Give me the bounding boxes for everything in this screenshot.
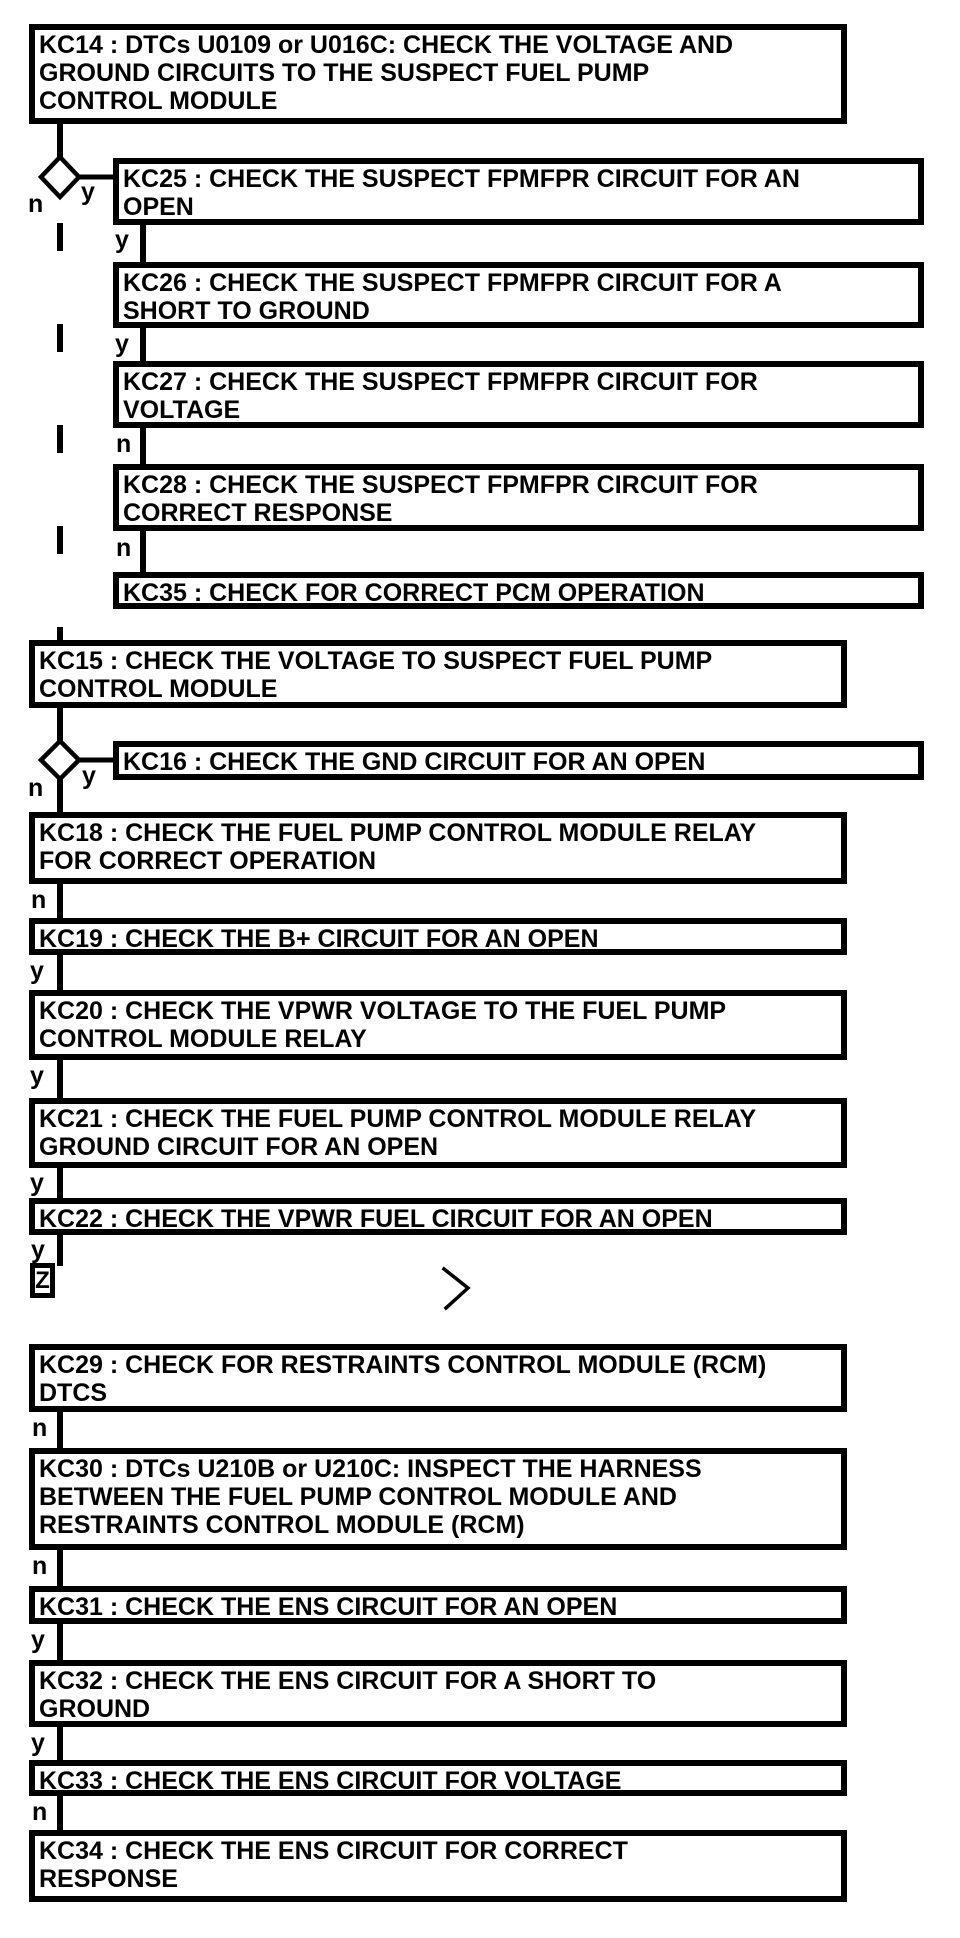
flowchart-box-kc20: KC20 : CHECK THE VPWR VOLTAGE TO THE FUE…: [29, 990, 847, 1060]
edge-label-kc32-yes: y: [31, 1729, 45, 1757]
flowchart-box-kc28: KC28 : CHECK THE SUSPECT FPMFPR CIRCUIT …: [113, 464, 924, 531]
offpage-connector-z: Z: [30, 1263, 55, 1298]
flowchart-box-kc35: KC35 : CHECK FOR CORRECT PCM OPERATION: [113, 572, 924, 609]
edge-label-kc28-no: n: [116, 534, 132, 562]
flowchart-box-kc34: KC34 : CHECK THE ENS CIRCUIT FOR CORRECT…: [29, 1830, 847, 1902]
edge-label-kc33-no: n: [32, 1798, 48, 1826]
flowchart-box-kc16: KC16 : CHECK THE GND CIRCUIT FOR AN OPEN: [113, 741, 924, 780]
edge-label-kc31-yes: y: [31, 1626, 45, 1654]
flowchart-box-kc29: KC29 : CHECK FOR RESTRAINTS CONTROL MODU…: [29, 1344, 847, 1412]
edge-label-kc20-yes: y: [30, 1062, 44, 1090]
edge-label-kc27-no: n: [116, 430, 132, 458]
edge-label-d1-no: n: [28, 190, 44, 218]
edge-label-d2-yes: y: [82, 762, 96, 790]
flowchart-box-kc15: KC15 : CHECK THE VOLTAGE TO SUSPECT FUEL…: [29, 640, 847, 708]
flowchart-box-kc14: KC14 : DTCs U0109 or U016C: CHECK THE VO…: [29, 24, 847, 124]
edge-label-d1-yes: y: [81, 178, 95, 206]
edge-label-kc29-no: n: [32, 1414, 48, 1442]
decision-diamond-2: [37, 737, 83, 783]
edge-label-kc30-no: n: [32, 1552, 48, 1580]
flowchart-box-kc33: KC33 : CHECK THE ENS CIRCUIT FOR VOLTAGE: [29, 1760, 847, 1796]
edge-label-kc19-yes: y: [30, 957, 44, 985]
flowchart-box-kc31: KC31 : CHECK THE ENS CIRCUIT FOR AN OPEN: [29, 1586, 847, 1624]
decision-diamond-1: [37, 153, 83, 201]
flowchart-box-kc30: KC30 : DTCs U210B or U210C: INSPECT THE …: [29, 1448, 847, 1550]
edge-label-kc18-no: n: [31, 886, 47, 914]
flowchart-box-kc22: KC22 : CHECK THE VPWR FUEL CIRCUIT FOR A…: [29, 1198, 847, 1235]
edge-label-d2-no: n: [28, 774, 44, 802]
flowchart-box-kc25: KC25 : CHECK THE SUSPECT FPMFPR CIRCUIT …: [113, 158, 924, 225]
edge-label-kc21-yes: y: [30, 1169, 44, 1197]
flowchart-box-kc19: KC19 : CHECK THE B+ CIRCUIT FOR AN OPEN: [29, 918, 847, 955]
edge-label-kc26-yes: y: [115, 330, 129, 358]
edge-label-kc25-yes: y: [115, 226, 129, 254]
flowchart-box-kc32: KC32 : CHECK THE ENS CIRCUIT FOR A SHORT…: [29, 1660, 847, 1727]
chevron-right-icon: [441, 1266, 471, 1311]
flowchart-box-kc26: KC26 : CHECK THE SUSPECT FPMFPR CIRCUIT …: [113, 262, 924, 328]
flowchart-box-kc21: KC21 : CHECK THE FUEL PUMP CONTROL MODUL…: [29, 1098, 847, 1168]
flowchart-box-kc18: KC18 : CHECK THE FUEL PUMP CONTROL MODUL…: [29, 812, 847, 884]
edge-label-kc22-yes: y: [31, 1236, 45, 1264]
flowchart-box-kc27: KC27 : CHECK THE SUSPECT FPMFPR CIRCUIT …: [113, 361, 924, 428]
